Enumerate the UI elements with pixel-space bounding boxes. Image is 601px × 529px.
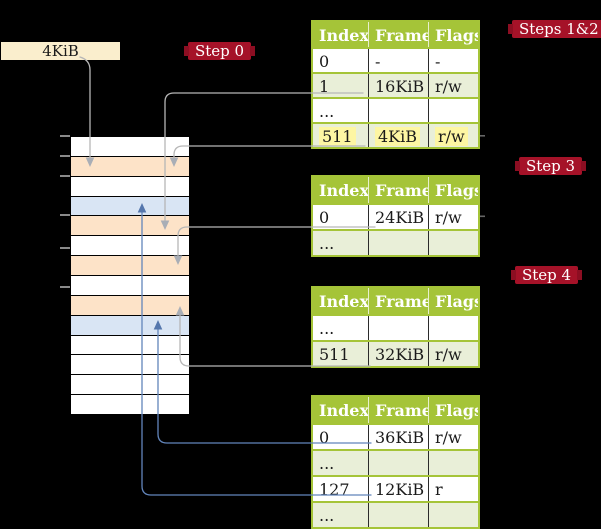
address-tick xyxy=(60,155,70,157)
flags-cell xyxy=(428,451,478,475)
index-cell: 511 xyxy=(313,342,368,366)
address-tick xyxy=(60,135,70,137)
flags-cell xyxy=(428,231,478,255)
address-tick xyxy=(60,214,70,216)
frame-cell: 16KiB xyxy=(368,74,428,97)
table-header-row: Index Frame Flags xyxy=(313,177,478,203)
memory-frame-row xyxy=(71,334,189,355)
table-header-row: Index Frame Flags xyxy=(313,397,478,423)
highlighted-value: r/w xyxy=(435,126,468,146)
memory-frame-row xyxy=(71,175,189,196)
page-table-2: Index Frame Flags 0 24KiB r/w ... xyxy=(311,175,480,257)
table-row: 1 16KiB r/w xyxy=(313,72,478,97)
frame-cell xyxy=(368,451,428,475)
page-table-4: Index Frame Flags 0 36KiB r/w ... 127 12… xyxy=(311,395,480,529)
table-header-row: Index Frame Flags xyxy=(313,22,478,47)
memory-frame-row xyxy=(71,215,189,236)
frame-cell xyxy=(368,231,428,255)
frame-cell xyxy=(368,316,428,340)
memory-frame-row xyxy=(71,235,189,256)
column-header-flags: Flags xyxy=(428,22,478,47)
page-table-1: Index Frame Flags 0 - - 1 16KiB r/w ... … xyxy=(311,20,480,149)
flags-cell xyxy=(428,316,478,340)
memory-frame-row xyxy=(71,314,189,335)
table-row-highlighted: 511 4KiB r/w xyxy=(313,122,478,147)
flags-cell xyxy=(428,503,478,527)
badge-step0: Step 0 xyxy=(183,42,256,60)
index-cell: 127 xyxy=(319,480,350,499)
address-tick xyxy=(60,175,70,177)
frame-cell: - xyxy=(368,49,428,72)
flags-cell: r/w xyxy=(428,425,478,449)
flags-cell: r/w xyxy=(428,342,478,366)
index-cell: 511 xyxy=(313,124,368,147)
memory-frame-row xyxy=(71,195,189,216)
memory-frame-row xyxy=(71,255,189,276)
index-cell: ... xyxy=(319,101,335,121)
index-cell: ... xyxy=(319,319,335,338)
table-row: ... xyxy=(313,97,478,122)
frame-cell: 12KiB xyxy=(368,477,428,501)
table-row: 0 24KiB r/w xyxy=(313,203,478,229)
flags-cell: r/w xyxy=(428,124,478,147)
column-header-index: Index xyxy=(313,177,368,203)
flags-cell: - xyxy=(428,49,478,72)
column-header-frame: Frame xyxy=(368,177,428,203)
memory-frame-row xyxy=(71,374,189,395)
frame-cell xyxy=(368,99,428,122)
address-tick xyxy=(60,286,70,288)
flags-cell: r/w xyxy=(428,74,478,97)
index-cell: 1 xyxy=(313,74,368,97)
memory-frame-row xyxy=(71,155,189,176)
index-cell: 0 xyxy=(319,51,330,71)
memory-frame-row xyxy=(71,294,189,315)
highlighted-value: 511 xyxy=(319,126,356,146)
badge-step4: Step 4 xyxy=(510,266,583,284)
frame-cell: 32KiB xyxy=(368,342,428,366)
column-header-index: Index xyxy=(313,22,368,47)
flags-cell: r xyxy=(428,477,478,501)
column-header-index: Index xyxy=(313,397,368,423)
physical-memory-column xyxy=(70,136,190,415)
table2-right-dash xyxy=(480,215,485,218)
column-header-frame: Frame xyxy=(368,22,428,47)
table-row: ... xyxy=(313,229,478,255)
table1-right-dash xyxy=(480,135,485,137)
column-header-flags: Flags xyxy=(428,397,478,423)
table-row: 511 32KiB r/w xyxy=(313,340,478,366)
table-row: 0 36KiB r/w xyxy=(313,423,478,449)
column-header-frame: Frame xyxy=(368,288,428,314)
table-row: 0 - - xyxy=(313,47,478,72)
highlighted-value: 4KiB xyxy=(375,126,421,146)
memory-frame-row xyxy=(71,354,189,375)
frame-address-label: 4KiB xyxy=(1,42,120,60)
frame-cell: 4KiB xyxy=(368,124,428,147)
column-header-flags: Flags xyxy=(428,177,478,203)
column-header-frame: Frame xyxy=(368,397,428,423)
address-tick xyxy=(60,247,70,249)
flags-cell: r/w xyxy=(428,205,478,229)
table-row: ... xyxy=(313,501,478,527)
index-cell: 0 xyxy=(319,208,330,227)
flags-cell xyxy=(428,99,478,122)
index-cell: ... xyxy=(313,231,368,255)
table-row: ... xyxy=(313,314,478,340)
badge-step3: Step 3 xyxy=(514,157,587,175)
frame-cell: 24KiB xyxy=(368,205,428,229)
memory-frame-row xyxy=(71,275,189,295)
table-row: ... xyxy=(313,449,478,475)
frame-cell xyxy=(368,503,428,527)
table-header-row: Index Frame Flags xyxy=(313,288,478,314)
memory-frame-row xyxy=(71,394,189,415)
badge-steps12: Steps 1&2 xyxy=(508,20,601,38)
column-header-flags: Flags xyxy=(428,288,478,314)
page-table-3: Index Frame Flags ... 511 32KiB r/w xyxy=(311,286,480,368)
index-cell: 0 xyxy=(319,428,330,447)
index-cell: ... xyxy=(313,451,368,475)
memory-frame-row xyxy=(71,137,189,156)
table-row: 127 12KiB r xyxy=(313,475,478,501)
frame-cell: 36KiB xyxy=(368,425,428,449)
index-cell: ... xyxy=(313,503,368,527)
column-header-index: Index xyxy=(313,288,368,314)
